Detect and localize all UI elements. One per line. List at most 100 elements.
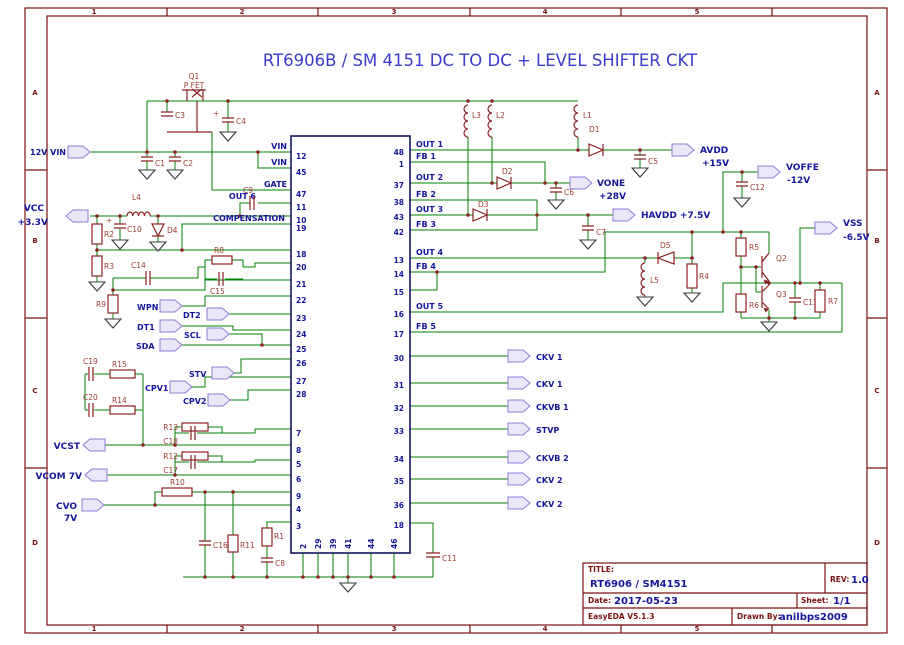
component-d1: D1 [588, 125, 605, 157]
refdes: Q1 [189, 72, 200, 81]
pin-number: 14 [394, 270, 404, 279]
pin-number: 12 [296, 152, 306, 161]
title-block-date: 2017-05-23 [614, 596, 678, 607]
pin-number: 46 [390, 539, 399, 549]
port-voffe: VOFFE -12V [757, 163, 819, 186]
ports[interactable]: 12V VIN VCC+3.3V WPN DT2 DT1 SCL SDA STV… [18, 143, 870, 524]
component-l2: L2 [487, 104, 505, 138]
port-stvp: STVP [507, 422, 559, 436]
component-r13: R13 [163, 422, 209, 432]
pin-number: 45 [296, 168, 306, 177]
port-label: 7V [64, 514, 77, 524]
refdes: R5 [749, 243, 759, 252]
pin-number: 23 [296, 314, 306, 323]
refdes: L1 [583, 111, 592, 120]
frame-col: 4 [543, 8, 548, 16]
port-label: -12V [787, 176, 810, 186]
refdes: R14 [112, 396, 127, 405]
component-c2: C2 [169, 156, 193, 168]
net-label-out6: OUT 6 [229, 192, 257, 201]
port-label: CKV 1 [536, 353, 563, 362]
sheet-frame: 1 2 3 4 5 1 2 3 4 5 A B C D A B C D [24, 7, 888, 634]
pin-number: 48 [394, 148, 404, 157]
component-d2: D2 [496, 167, 513, 190]
frame-col: 5 [695, 8, 700, 16]
pin-number: 9 [296, 492, 301, 501]
component-l3: L3 [463, 104, 481, 138]
pin-number: 34 [394, 455, 404, 464]
component-c16: C16 [199, 540, 228, 550]
port-label: HAVDD +7.5V [641, 211, 710, 221]
port-vcom: VCOM 7V [35, 468, 108, 482]
pin-number: 16 [394, 310, 404, 319]
refdes: R10 [170, 478, 185, 487]
frame-col: 3 [392, 625, 397, 633]
component-q2: Q2 [761, 252, 787, 285]
port-label: STV [189, 370, 207, 379]
port-label: STVP [536, 426, 559, 435]
title-block-label: TITLE: [588, 565, 614, 574]
refdes: D5 [660, 241, 671, 250]
port-label: AVDD [700, 146, 728, 156]
pin-number: 22 [296, 296, 306, 305]
title-block-label: Date: [588, 596, 611, 605]
component-r6: R6 [735, 293, 759, 313]
frame-row: D [32, 539, 38, 547]
refdes: R2 [104, 230, 114, 239]
component-c7: C7 [582, 225, 606, 237]
refdes: C14 [131, 261, 146, 270]
junction-dots [95, 99, 822, 579]
pin-number: 5 [296, 460, 301, 469]
frame-row: C [32, 387, 37, 395]
pin-number: 6 [296, 475, 301, 484]
net-label-out3: OUT 3 [416, 205, 443, 214]
port-label: CPV1 [145, 384, 169, 393]
component-d4: D4 [151, 223, 178, 238]
ic-rt6906[interactable]: 12 45 47 11 10 19 18 20 21 22 23 24 25 2… [290, 135, 411, 554]
refdes: C19 [83, 357, 98, 366]
net-label-out4: OUT 4 [416, 248, 444, 257]
net-label-out5: OUT 5 [416, 302, 444, 311]
component-r15: R15 [109, 360, 136, 379]
port-label: +3.3V [18, 218, 48, 228]
port-vone: VONE +28V [569, 176, 626, 202]
pin-number: 18 [296, 250, 306, 259]
title-block: TITLE: RT6906 / SM4151 REV: 1.0 Date: 20… [582, 562, 869, 626]
pin-number: 21 [296, 280, 306, 289]
net-label-out1: OUT 1 [416, 140, 444, 149]
port-cpv1: CPV1 [145, 380, 193, 394]
component-c10: C10+ [106, 216, 142, 234]
pin-number: 26 [296, 359, 306, 368]
component-c6: C6 [550, 187, 574, 197]
pin-number: 36 [394, 501, 404, 510]
schematic-wires [84, 100, 843, 583]
component-c15: C15 [210, 272, 225, 296]
net-label-fb1: FB 1 [416, 152, 436, 161]
pin-number: 20 [296, 263, 306, 272]
component-c18: C18 [163, 426, 196, 446]
port-label: 12V VIN [30, 148, 66, 157]
component-r4: R4 [686, 263, 709, 289]
refdes: D4 [167, 226, 178, 235]
pin-number: 38 [394, 198, 404, 207]
components[interactable]: Q1 P FET C3 C4+ C1 C2 C9 L4 R2 R3 C10+ D… [83, 72, 838, 568]
frame-row: B [874, 237, 879, 245]
refdes: C8 [275, 559, 285, 568]
component-r7: R7 [814, 289, 838, 313]
pin-number: 43 [394, 213, 404, 222]
refdes: C11 [442, 554, 457, 563]
component-l5: L5 [640, 262, 659, 296]
refdes: R8 [214, 246, 224, 255]
frame-col: 1 [92, 625, 97, 633]
port-label: +28V [599, 192, 626, 202]
pin-number: 1 [399, 160, 404, 169]
port-label: VOFFE [786, 163, 819, 173]
component-c8: C8 [261, 557, 285, 568]
refdes: R15 [112, 360, 127, 369]
refdes: C5 [648, 157, 658, 166]
port-label: VONE [597, 179, 625, 189]
frame-row: A [32, 89, 38, 97]
frame-col: 4 [543, 625, 548, 633]
port-sda: SDA [136, 338, 183, 352]
